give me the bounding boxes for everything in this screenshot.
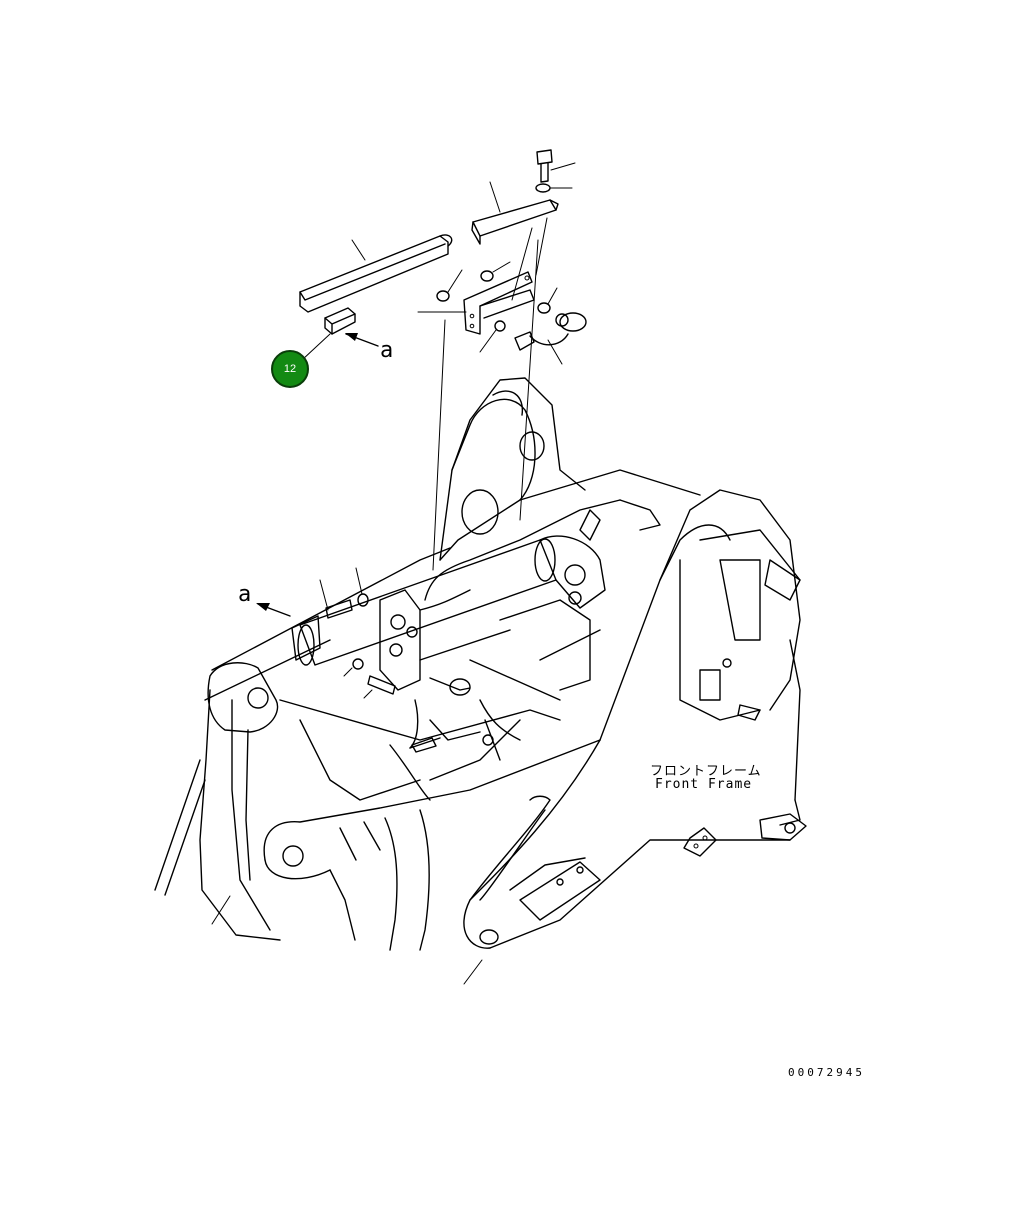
view-label-top: a xyxy=(380,338,394,363)
wire-harness xyxy=(409,499,661,753)
lift-arm-right xyxy=(263,739,601,951)
block-part xyxy=(301,307,356,361)
leader-lines-top xyxy=(432,239,539,571)
cover-plate-part xyxy=(471,181,559,301)
drawing-number: 00072945 xyxy=(788,1066,865,1079)
hydraulic-cylinder xyxy=(297,535,606,666)
right-lower-arm xyxy=(463,739,791,985)
lift-arm-left xyxy=(154,547,451,941)
clamp-fittings xyxy=(514,312,587,365)
bolt-installed-bottom xyxy=(343,658,396,699)
frame-label-english: Front Frame xyxy=(655,777,753,792)
part-callout-badge[interactable]: 12 xyxy=(271,350,309,388)
bolt-part xyxy=(536,149,576,183)
guard-channel-part xyxy=(299,234,453,313)
tower-plate xyxy=(439,377,701,561)
frame-label-japanese: フロントフレーム xyxy=(650,764,762,779)
part-callout-number: 12 xyxy=(283,363,297,375)
view-arrow-a-left xyxy=(256,603,291,617)
washer-part-top xyxy=(535,183,573,193)
view-label-left: a xyxy=(238,582,252,607)
mounting-bracket-installed xyxy=(291,615,321,661)
front-frame-body xyxy=(279,599,601,801)
mounting-bracket-part xyxy=(417,271,535,335)
right-side-plate xyxy=(599,489,807,841)
valve-manifold xyxy=(379,589,511,696)
bolt-installed-left xyxy=(319,567,369,619)
view-arrow-a-top xyxy=(345,333,379,347)
washers-group xyxy=(436,261,558,353)
